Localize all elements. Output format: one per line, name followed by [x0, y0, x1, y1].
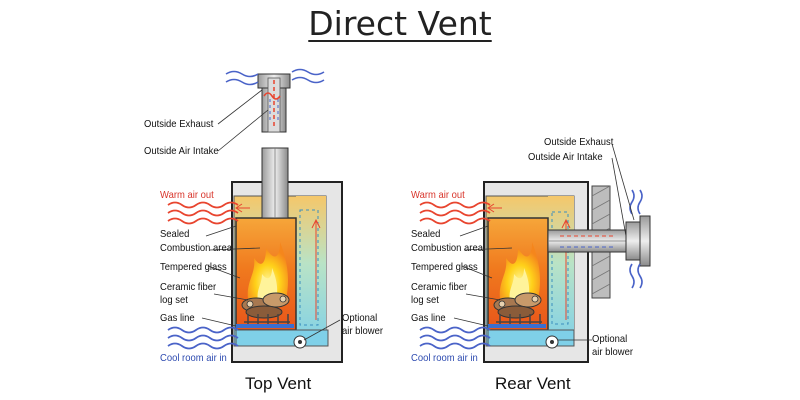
top-vent-label-log-set: log set	[160, 294, 188, 306]
rear-vent-label-optional: Optional	[592, 333, 628, 345]
rear-vent-termination-cap	[625, 189, 651, 289]
rear-vent-flame	[499, 242, 540, 300]
rear-vent-caption: Rear Vent	[495, 374, 571, 393]
top-vent-label-warm-air-out: Warm air out	[160, 189, 214, 201]
top-vent-termination-cap	[257, 73, 291, 133]
rear-vent-horizontal-pipe	[547, 229, 627, 253]
rear-vent-label-outside-air-intake: Outside Air Intake	[528, 151, 603, 163]
rear-vent-log-set	[493, 292, 542, 319]
rear-vent-label-combustion-area: Combustion area	[411, 242, 483, 254]
top-vent-label-combustion-area: Combustion area	[160, 242, 232, 254]
top-vent-warm-air-out	[167, 201, 239, 225]
top-vent-cool-air-in	[167, 326, 239, 350]
top-vent-caption: Top Vent	[245, 374, 312, 393]
rear-vent-leader-lines	[453, 143, 635, 341]
top-vent-label-optional: Optional	[342, 312, 378, 324]
top-vent-label-cool-room-air-in: Cool room air in	[160, 352, 227, 364]
rear-vent-label-outside-exhaust: Outside Exhaust	[544, 136, 614, 148]
top-vent-side-channel	[296, 196, 326, 346]
top-vent-leader-lines	[201, 89, 341, 341]
rear-vent-label-log-set: log set	[411, 294, 439, 306]
top-vent-label-outside-air-intake: Outside Air Intake	[144, 145, 219, 157]
top-vent-label-tempered-glass: Tempered glass	[160, 261, 227, 273]
top-vent-label-ceramic-fiber: Ceramic fiber	[160, 281, 217, 293]
rear-vent-label-cool-room-air-in: Cool room air in	[411, 352, 478, 364]
top-vent-label-air-blower: air blower	[342, 325, 383, 337]
top-vent-fireplace	[231, 147, 343, 363]
top-vent-label-sealed: Sealed	[160, 228, 190, 240]
top-vent-flame	[247, 242, 288, 300]
page-title: Direct Vent	[308, 4, 492, 43]
rear-vent-label-sealed: Sealed	[411, 228, 441, 240]
top-vent-label-gas-line: Gas line	[160, 312, 195, 324]
rear-vent-label-gas-line: Gas line	[411, 312, 446, 324]
rear-vent-cool-air-in	[419, 326, 491, 350]
rear-vent-label-air-blower: air blower	[592, 346, 633, 358]
rear-vent-label-warm-air-out: Warm air out	[411, 189, 465, 201]
rear-vent-label-tempered-glass: Tempered glass	[411, 261, 478, 273]
top-vent-log-set	[241, 292, 290, 319]
rear-vent-label-ceramic-fiber: Ceramic fiber	[411, 281, 468, 293]
top-vent-label-outside-exhaust: Outside Exhaust	[144, 118, 214, 130]
top-vent-exhaust-wisps	[225, 68, 325, 100]
rear-vent-warm-air-out	[419, 201, 491, 225]
rear-vent-fireplace	[483, 181, 589, 363]
